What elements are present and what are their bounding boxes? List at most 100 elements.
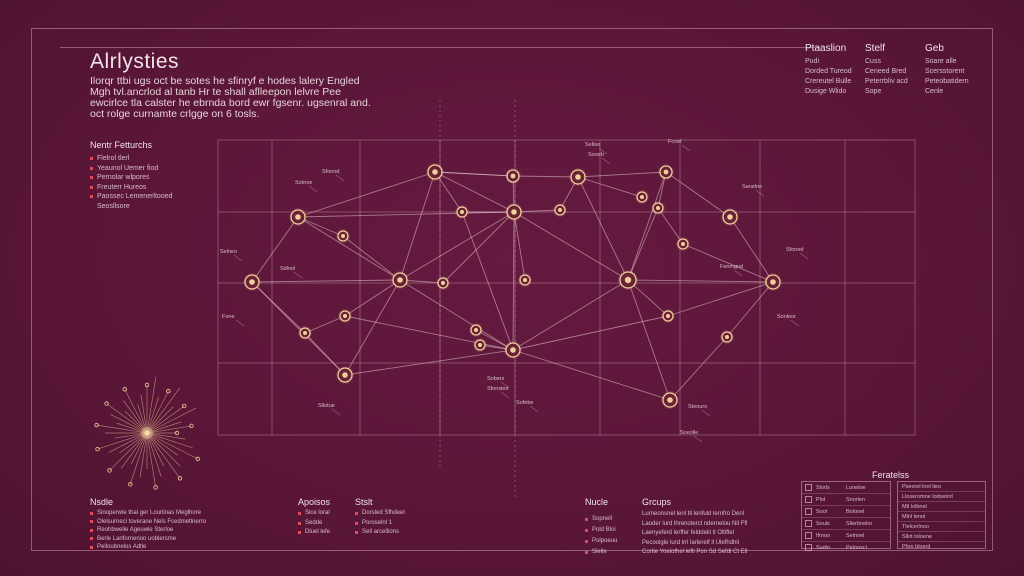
network-node xyxy=(651,201,665,215)
table-row: Pseorel lnnl lteo xyxy=(898,482,985,492)
bullet-icon xyxy=(90,195,93,199)
leader-line xyxy=(293,271,303,279)
table-row: Lloseromne lodselorl xyxy=(898,492,985,502)
leader-line xyxy=(701,409,711,417)
network-node xyxy=(289,208,307,226)
column-header-ptaaslion: Ptaaslion xyxy=(805,43,847,54)
node-label: Sonleor xyxy=(777,314,796,320)
checkbox-icon[interactable] xyxy=(805,508,812,515)
network-edge xyxy=(297,216,401,281)
burst-node xyxy=(177,476,183,481)
burst-ray xyxy=(106,403,148,434)
network-node xyxy=(661,309,675,323)
network-node xyxy=(721,208,739,226)
checkbox-icon[interactable] xyxy=(805,544,812,551)
table-cell: Plol xyxy=(816,496,826,503)
network-node xyxy=(658,164,674,180)
checkbox-icon[interactable] xyxy=(805,484,812,491)
nodes-item: Pelloubnelos Adtle xyxy=(97,544,147,550)
column-item: Sope xyxy=(865,88,882,95)
network-edge xyxy=(297,171,436,218)
table-cell: Ifrnoo xyxy=(816,532,831,539)
checkbox-icon[interactable] xyxy=(805,532,812,539)
title-rule xyxy=(60,47,820,48)
network-edge xyxy=(297,211,515,218)
node-label: Sfonsied xyxy=(487,386,508,392)
node-label: Sllotue xyxy=(318,403,335,409)
network-edge xyxy=(304,315,346,334)
network-edge xyxy=(513,211,526,281)
network-edge xyxy=(512,211,515,351)
bullet-icon xyxy=(90,528,93,532)
network-edge xyxy=(297,216,344,237)
network-edge xyxy=(344,315,514,351)
mode-item: Sopnell xyxy=(592,516,613,522)
groups-item: Pecoolgle lurd lrrl larlerelf ll Ulefhdh… xyxy=(642,539,740,546)
burst-ray xyxy=(146,432,193,449)
leader-line xyxy=(500,391,510,399)
burst-ray xyxy=(146,390,169,434)
column-item: Peterrbliv acd xyxy=(865,78,908,85)
network-edge xyxy=(657,207,684,245)
burst-ray xyxy=(146,432,198,460)
bullet-icon xyxy=(90,545,93,549)
stats-header: Stslt xyxy=(355,497,373,507)
checkbox-icon[interactable] xyxy=(805,520,812,527)
network-node xyxy=(338,309,352,323)
page-title: Alrlysties xyxy=(90,50,180,73)
burst-ray xyxy=(146,432,165,467)
burst-node xyxy=(174,430,180,436)
network-node xyxy=(455,205,469,219)
burst-ray xyxy=(97,432,148,450)
checkbox-icon[interactable] xyxy=(805,496,812,503)
stats-item: Dorsled Sfhdeel xyxy=(362,510,405,516)
bullet-icon xyxy=(298,521,301,525)
table-row: Mlnl lenol xyxy=(898,512,985,522)
network-edge xyxy=(304,332,346,376)
bullet-icon xyxy=(585,518,588,521)
intro-line: Mgh tvl.ancrlod al tanb Hr te shall afll… xyxy=(90,86,341,98)
table-cell: Phro bloerd xyxy=(902,543,931,550)
burst-ray xyxy=(146,432,178,456)
network-node xyxy=(504,341,522,359)
burst-ray xyxy=(146,406,174,434)
legend-item: Freuterr Hureos xyxy=(97,183,147,191)
node-label: Selneo xyxy=(220,249,237,255)
node-label: Steouro xyxy=(688,404,707,410)
node-label: Sanelne xyxy=(742,184,762,190)
node-label: Sfoned xyxy=(786,247,803,253)
intro-line: ewcirlce tla calster he ebrnda bord ewr … xyxy=(90,97,371,109)
intro-line: Ilorqr ttbi ugs oct be sotes he sfinryf … xyxy=(90,75,360,87)
node-label: Sooeb xyxy=(588,152,604,158)
nodes-item: Sinoperwle thai ger Lourlinas Meglhore xyxy=(97,510,202,516)
network-edge xyxy=(344,349,514,376)
network-node xyxy=(676,237,690,251)
groups-item: Lurneonsnel lenl tll lenfuld lernfro Den… xyxy=(642,511,745,517)
node-label: Sellas xyxy=(585,142,600,148)
leader-line xyxy=(755,189,765,197)
table-cell: Bolonel xyxy=(846,508,865,515)
params-table-right: Pseorel lnnl lteo Lloseromne lodselorl M… xyxy=(897,481,986,550)
groups-item: Laenyeferd lerffer felddelil tl Olltflel xyxy=(642,530,734,536)
node-label: Soeolle xyxy=(680,430,698,436)
network-edge xyxy=(627,279,774,283)
network-node xyxy=(635,190,649,204)
burst-node xyxy=(189,423,194,429)
burst-ray xyxy=(124,389,148,434)
network-edge xyxy=(577,176,629,281)
network-edge xyxy=(344,279,401,317)
burst-ray xyxy=(129,432,148,485)
network-node xyxy=(436,276,450,290)
nodes-item: Berle Lanfornenoo uoblersme xyxy=(97,535,177,542)
stats-item: Poroselnl 1 xyxy=(362,519,393,526)
network-edge xyxy=(399,211,515,281)
table-cell: Sudio xyxy=(816,544,831,551)
network-edge xyxy=(512,175,579,178)
bullet-icon xyxy=(355,531,358,535)
leader-line xyxy=(235,319,245,327)
node-label: Fcoel xyxy=(668,139,681,145)
network-node xyxy=(505,203,523,221)
column-item: Dorded Tureod xyxy=(805,68,852,75)
